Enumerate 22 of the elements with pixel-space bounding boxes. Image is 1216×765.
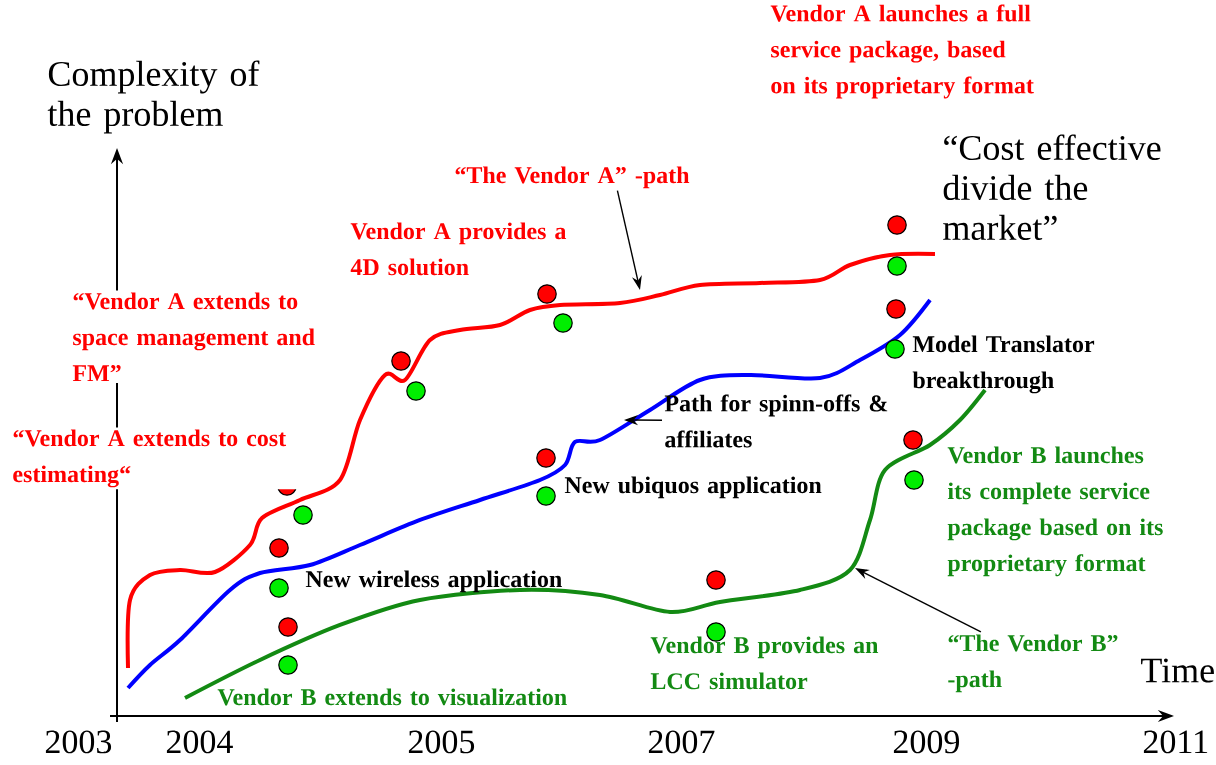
year-label: 2005: [408, 730, 475, 754]
year-label: 2011: [1143, 730, 1208, 754]
annotation-text: “Vendor A extends to space management and FM”: [70, 290, 325, 384]
path-label: Path for spinn-offs & affiliates: [664, 394, 888, 448]
annotation-text: Model Translator breakthrough: [912, 335, 1095, 394]
quote-text: “Cost effective divide the market”: [943, 134, 1161, 241]
year-label: 2007: [648, 730, 715, 754]
path-label: “The Vendor B” -path: [948, 634, 1118, 693]
year-label: 2009: [893, 730, 960, 754]
annotation-text: New ubiquos application: [564, 476, 822, 499]
axis-title: Complexity of the problem: [47, 60, 260, 134]
annotation-text: Vendor A provides a 4D solution: [350, 222, 567, 276]
year-label: 2004: [166, 730, 233, 754]
annotation-text: Vendor B extends to visualization: [217, 688, 567, 706]
axis-title: Time: [1141, 658, 1214, 683]
annotation-text: New wireless application: [305, 570, 562, 593]
annotation-text: Vendor A launches a full service package, based on its proprietary format: [770, 4, 1034, 99]
annotation-text: Vendor B provides an LCC simulator: [650, 636, 879, 690]
annotation-text: Vendor B launches its complete service package based on its proprietary format: [947, 446, 1163, 577]
path-label: “The Vendor A” -path: [455, 166, 690, 189]
annotation-text: “Vendor A extends to cost estimating“: [10, 427, 315, 490]
year-label: 2003: [45, 730, 112, 754]
